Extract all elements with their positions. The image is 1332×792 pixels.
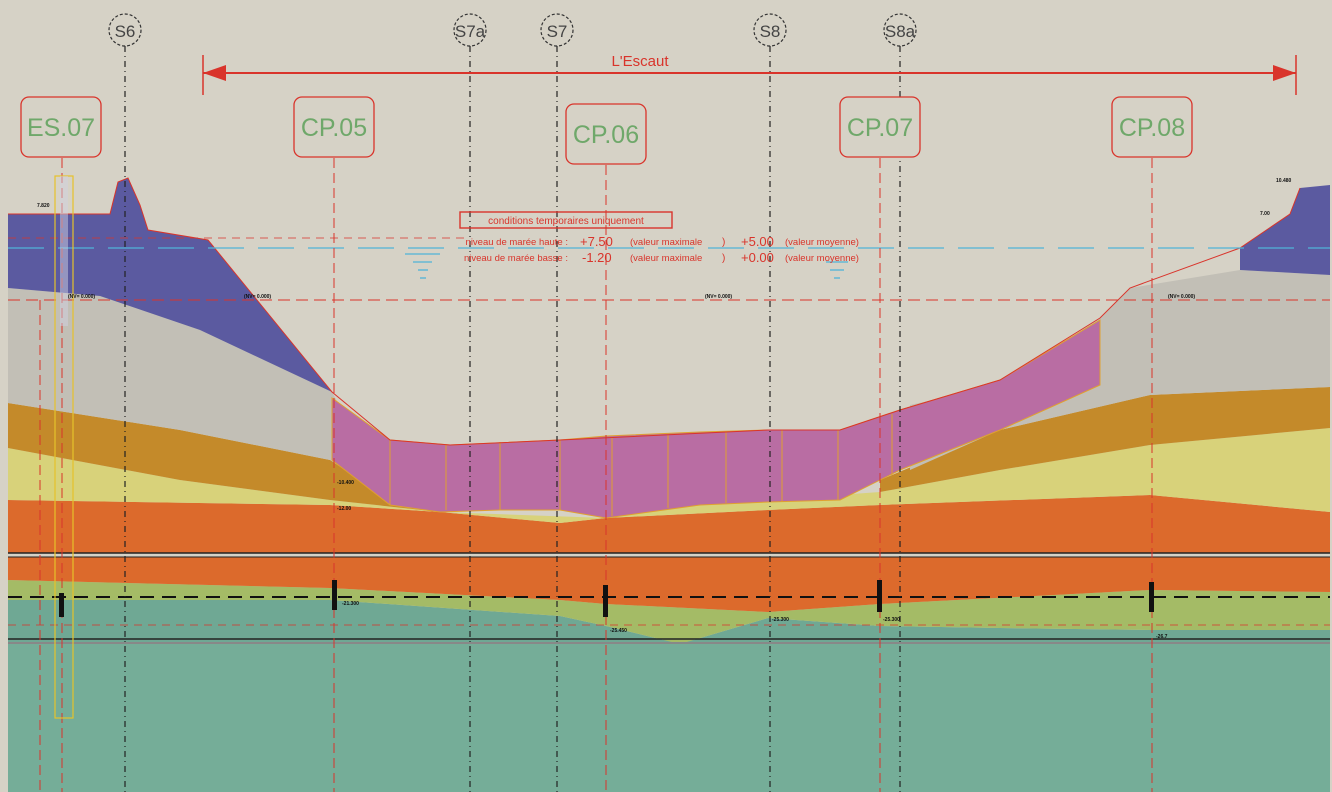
low-tide-label: niveau de marée basse : — [464, 253, 568, 264]
borehole-tag-cp06: CP.06 — [565, 103, 647, 165]
high-tide-max-note: (valeur maximale — [630, 237, 702, 248]
borehole-tag-es07: ES.07 — [20, 96, 102, 158]
section-label-s8: S8 — [760, 22, 781, 41]
layer-teal-band — [8, 600, 1330, 644]
section-label-s7: S7 — [547, 22, 568, 41]
section-bubble-s7: S7 — [540, 13, 574, 47]
layer-purple-right — [1240, 185, 1330, 275]
nv-label-left: (NV= 0.000) — [68, 294, 95, 300]
borehole-label-es07: ES.07 — [27, 114, 95, 142]
nv-label-mid: (NV= 0.000) — [705, 294, 732, 300]
tide-notes: niveau de marée haute : +7.50 (valeur ma… — [464, 234, 859, 265]
borehole-label-cp05: CP.05 — [301, 114, 367, 142]
level-left-top: 7.820 — [37, 203, 50, 209]
excavation-panels — [389, 414, 893, 516]
layer-grey-left — [8, 288, 390, 500]
ground-profile-line — [8, 177, 1301, 446]
level-s8-base: -25.300 — [772, 617, 789, 623]
borehole-label-cp08: CP.08 — [1119, 114, 1185, 142]
low-tide-max: -1.20 — [582, 250, 612, 265]
conditions-box — [459, 211, 673, 229]
section-bubble-s6: S6 — [108, 13, 142, 47]
section-bubble-s8: S8 — [753, 13, 787, 47]
level-right-2: 7.00 — [1260, 211, 1270, 217]
borehole-tag-cp05: CP.05 — [293, 96, 375, 158]
low-tide-close-paren: ) — [722, 253, 725, 264]
water-symbol-right — [826, 261, 848, 279]
level-cp06-base: -25.450 — [610, 628, 627, 634]
borehole-log-es07-inner — [60, 176, 68, 326]
section-lines — [124, 46, 901, 792]
section-label-s7a: S7a — [455, 22, 486, 41]
low-tide-mean: +0.00 — [741, 250, 774, 265]
piezometer-markers — [59, 580, 1154, 617]
borehole-tag-cp08: CP.08 — [1111, 96, 1193, 158]
level-cp07-base: -25.300 — [883, 617, 900, 623]
section-label-s8a: S8a — [885, 22, 916, 41]
river-extent-arrow — [202, 55, 1297, 95]
section-label-s6: S6 — [115, 22, 136, 41]
high-tide-mean: +5.00 — [741, 234, 774, 249]
reference-lines — [8, 552, 1330, 644]
nv-label-mid-left: (NV= 0.000) — [244, 294, 271, 300]
river-label: L'Escaut — [611, 53, 669, 70]
layer-ochre-right — [880, 387, 1330, 492]
conditions-title: conditions temporaires uniquement — [488, 216, 644, 227]
borehole-label-cp07: CP.07 — [847, 114, 913, 142]
layer-ochre — [8, 403, 440, 512]
layer-orange-lower — [8, 557, 1330, 612]
high-tide-close-paren: ) — [722, 237, 725, 248]
level-cp05-b: -12.00 — [337, 506, 351, 512]
high-tide-label: niveau de marée haute : — [466, 237, 568, 248]
layer-purple-left — [8, 178, 332, 392]
level-cp08-base: -26.7 — [1156, 634, 1168, 640]
level-right-top: 10.480 — [1276, 178, 1292, 184]
section-bubble-s7a: S7a — [453, 13, 487, 47]
high-tide-max: +7.50 — [580, 234, 613, 249]
level-cp05-base: -21.300 — [342, 601, 359, 607]
water-symbol-left — [405, 253, 440, 279]
excavation-area — [331, 319, 1101, 519]
borehole-label-cp06: CP.06 — [573, 121, 639, 149]
nv-label-right: (NV= 0.000) — [1168, 294, 1195, 300]
low-tide-max-note: (valeur maximale — [630, 253, 702, 264]
layer-orange-upper — [8, 495, 1330, 553]
section-bubble-s8a: S8a — [883, 13, 917, 47]
level-cp05-a: -10.400 — [337, 480, 354, 486]
layer-teal-bottom — [8, 640, 1330, 792]
low-tide-mean-note: (valeur moyenne) — [785, 253, 859, 264]
level-annotations: 7.820 10.480 7.00 (NV= 0.000) (NV= 0.000… — [37, 178, 1292, 640]
high-tide-mean-note: (valeur moyenne) — [785, 237, 859, 248]
borehole-tag-cp07: CP.07 — [839, 96, 921, 158]
layer-yellow — [8, 428, 1330, 523]
